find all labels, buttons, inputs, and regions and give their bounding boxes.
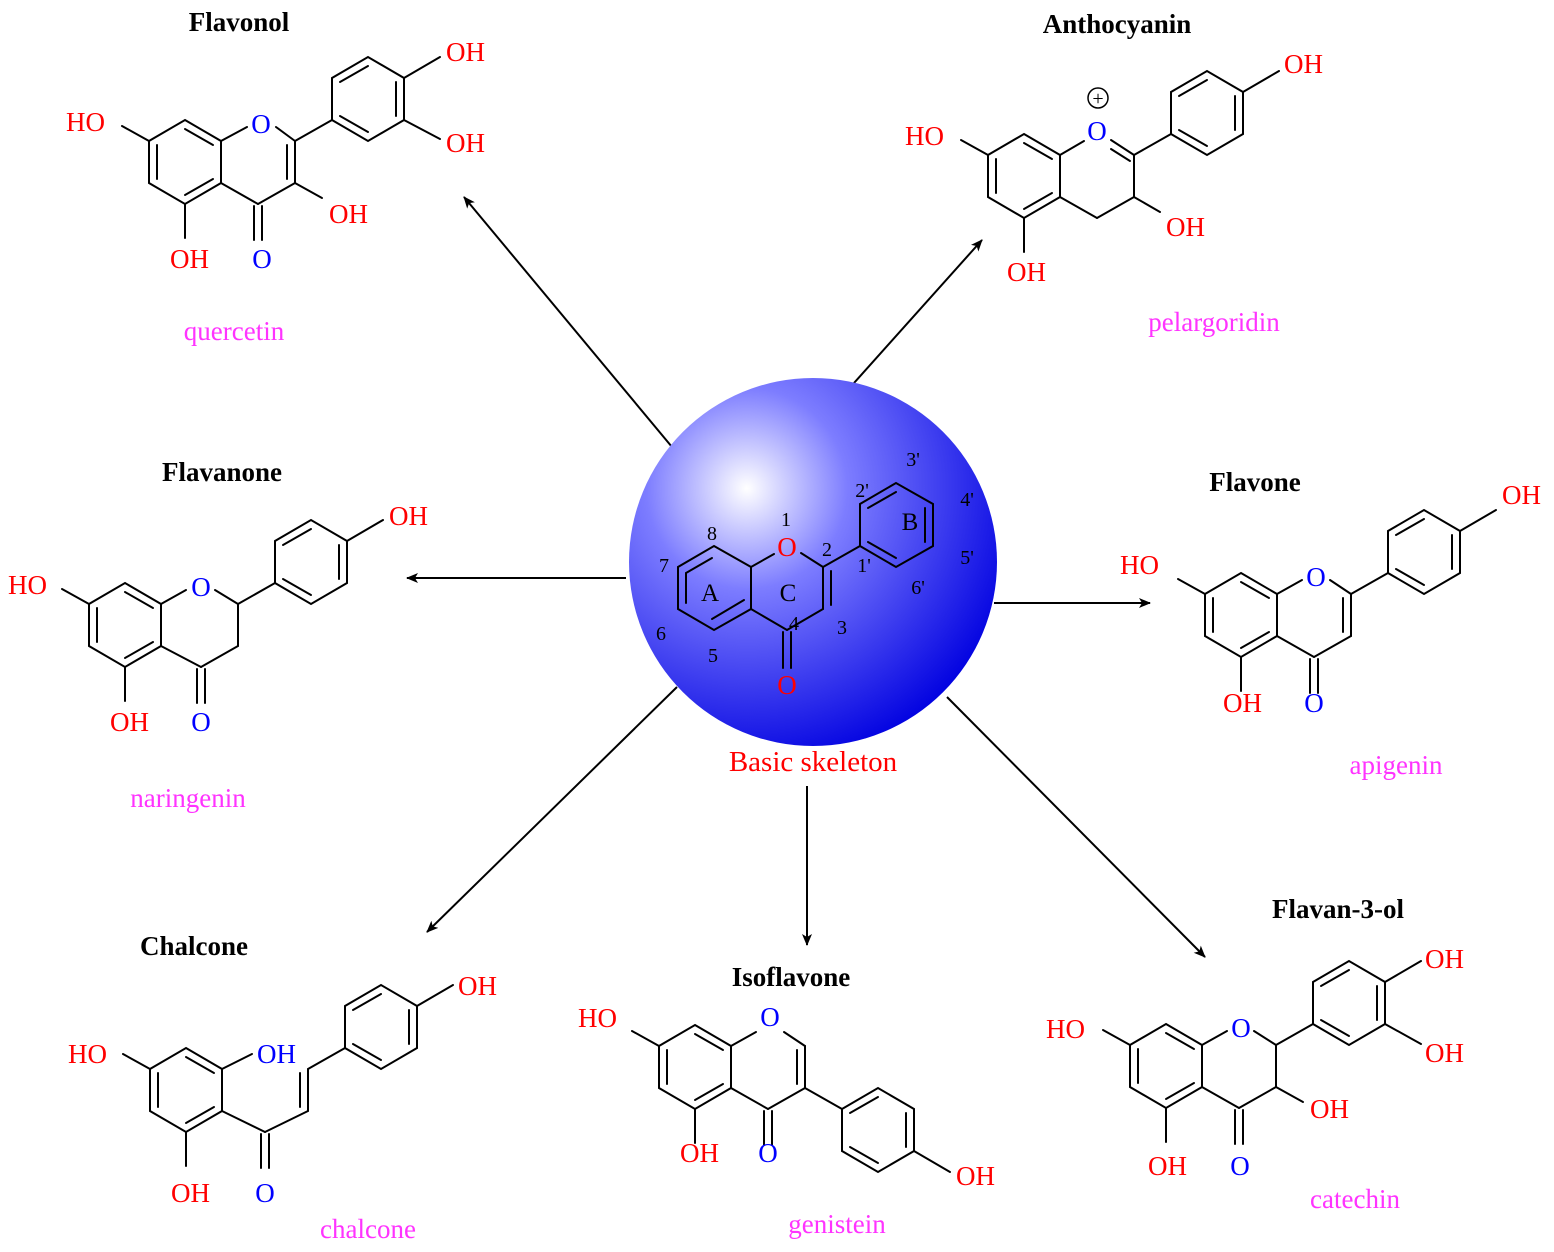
arrow-to-chalcone (426, 686, 678, 933)
apigenin-label: apigenin (1350, 750, 1443, 780)
position-2prime: 2' (855, 480, 869, 502)
skeleton-ring-oxygen: O (777, 532, 797, 562)
flavonol-oh-5: OH (170, 244, 209, 274)
position-1: 1 (781, 509, 791, 531)
chalcone-oh-2: OH (257, 1039, 296, 1069)
catechin-label: catechin (1310, 1184, 1400, 1214)
flavanone-group: Flavanone O O HO OH OH naringenin (8, 457, 428, 813)
position-6: 6 (656, 623, 666, 645)
flavone-group: Flavone O O HO OH OH apigenin (1120, 467, 1541, 780)
chalcone-compound-label: chalcone (320, 1214, 416, 1244)
basic-skeleton-structure: O O A C B 1 2 3 4 5 6 7 8 1' 2' 3' 4' 5'… (656, 449, 974, 700)
flavonol-ring-oxygen: O (251, 109, 271, 139)
position-4: 4 (789, 613, 799, 635)
basic-skeleton-sphere (629, 378, 997, 746)
position-3prime: 3' (906, 449, 920, 471)
anthocyanin-title: Anthocyanin (1043, 9, 1192, 39)
genistein-label: genistein (788, 1209, 886, 1239)
arrows (406, 196, 1206, 958)
position-1prime: 1' (857, 555, 871, 577)
flavone-title: Flavone (1209, 467, 1301, 497)
arrow-to-anthocyanin (853, 239, 983, 384)
flavan3ol-group: Flavan-3-ol O O HO OH OH OH OH catechin (1046, 894, 1464, 1214)
skeleton-carbonyl-oxygen: O (777, 670, 797, 700)
chalcone-oh-4prime: OH (458, 971, 497, 1001)
flavonol-oh-3prime: OH (446, 128, 485, 158)
naringenin-label: naringenin (130, 783, 246, 813)
flavone-carbonyl-oxygen: O (1304, 688, 1324, 718)
flavanone-oh-4prime: OH (389, 501, 428, 531)
isoflavone-oh-4prime: OH (956, 1161, 995, 1191)
position-3: 3 (837, 617, 847, 639)
flavonol-group: Flavonol O O HO OH OH OH OH quercetin (66, 7, 485, 346)
position-2: 2 (822, 539, 832, 561)
flavanone-title: Flavanone (162, 457, 282, 487)
flavone-oh-5: OH (1223, 688, 1262, 718)
chalcone-carbonyl-oxygen: O (255, 1178, 275, 1208)
flavonol-oh-7: HO (66, 107, 105, 137)
isoflavone-oh-7: HO (578, 1003, 617, 1033)
flavan3ol-oh-3: OH (1310, 1094, 1349, 1124)
flavonol-oh-4prime: OH (446, 37, 485, 67)
isoflavone-title: Isoflavone (732, 962, 851, 992)
flavan3ol-carbonyl-oxygen: O (1230, 1151, 1250, 1181)
flavan3ol-title: Flavan-3-ol (1272, 894, 1404, 924)
flavanone-oh-7: HO (8, 570, 47, 600)
isoflavone-carbonyl-oxygen: O (758, 1138, 778, 1168)
isoflavone-group: Isoflavone O O HO OH OH genistein (578, 962, 995, 1239)
flavan3ol-oh-4prime: OH (1425, 944, 1464, 974)
anthocyanin-oh-7: HO (905, 121, 944, 151)
position-5: 5 (708, 645, 718, 667)
anthocyanin-group: Anthocyanin + O HO OH OH OH pelargoridin (905, 9, 1323, 337)
isoflavone-oh-5: OH (680, 1138, 719, 1168)
chalcone-oh-4: HO (68, 1039, 107, 1069)
ring-label-b: B (902, 509, 919, 536)
chalcone-title: Chalcone (140, 931, 248, 961)
anthocyanin-ring-oxygen: O (1087, 116, 1107, 146)
anthocyanin-oh-4prime: OH (1284, 49, 1323, 79)
anthocyanin-charge-sign: + (1092, 88, 1103, 110)
arrow-to-flavonol (463, 196, 673, 448)
flavanone-oh-5: OH (110, 707, 149, 737)
flavan3ol-oh-7: HO (1046, 1014, 1085, 1044)
anthocyanin-oh-3: OH (1166, 212, 1205, 242)
flavan3ol-oh-5: OH (1148, 1151, 1187, 1181)
anthocyanin-oh-5: OH (1007, 257, 1046, 287)
ring-label-c: C (780, 580, 797, 607)
flavone-oh-7: HO (1120, 550, 1159, 580)
quercetin-label: quercetin (184, 316, 285, 346)
chalcone-group: Chalcone HO OH OH O OH chalcone (68, 931, 497, 1244)
flavonol-oh-3: OH (329, 199, 368, 229)
isoflavone-ring-oxygen: O (760, 1002, 780, 1032)
chalcone-oh-6: OH (171, 1178, 210, 1208)
position-4prime: 4' (960, 489, 974, 511)
arrow-to-flavan3ol (946, 696, 1206, 958)
position-5prime: 5' (960, 547, 974, 569)
ring-label-a: A (701, 580, 719, 607)
anthocyanin-positive-charge (1087, 87, 1109, 109)
flavone-ring-oxygen: O (1306, 562, 1326, 592)
flavan3ol-ring-oxygen: O (1231, 1013, 1251, 1043)
flavonol-carbonyl-oxygen: O (252, 244, 272, 274)
position-6prime: 6' (911, 577, 925, 599)
basic-skeleton-label: Basic skeleton (729, 746, 898, 778)
position-7: 7 (659, 555, 669, 577)
pelargoridin-label: pelargoridin (1148, 307, 1280, 337)
flavone-oh-4prime: OH (1502, 480, 1541, 510)
flavanone-ring-oxygen: O (191, 572, 211, 602)
flavan3ol-oh-3prime: OH (1425, 1038, 1464, 1068)
flavanone-carbonyl-oxygen: O (191, 707, 211, 737)
flavonol-title: Flavonol (189, 7, 290, 37)
position-8: 8 (707, 523, 717, 545)
